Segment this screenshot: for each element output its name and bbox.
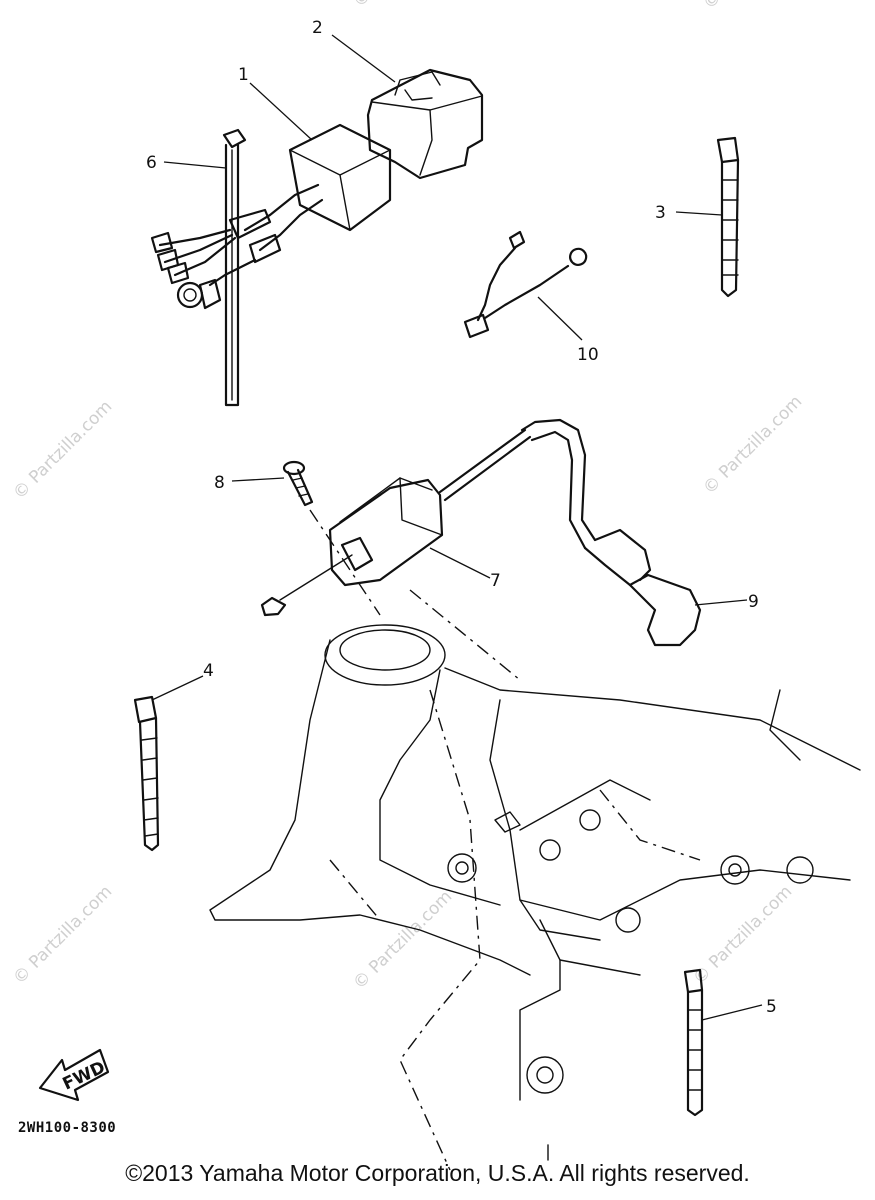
part-3-cable-tie [716,136,740,298]
callout-10: 10 [577,345,599,365]
callout-numbers: 1 2 3 4 5 6 7 8 9 10 [146,18,777,1017]
part-4-cable-tie [133,695,160,852]
watermark: © Partzilla.com [349,887,456,994]
part-2-cdi-holder [366,68,484,180]
watermark: © Partzilla.com [349,0,456,12]
callout-2: 2 [312,18,323,38]
watermark: © Partzilla.com [9,882,116,989]
callout-7: 7 [490,571,501,591]
watermark: © Partzilla.com [699,392,806,499]
watermark: © Partzilla.com [9,397,116,504]
callout-1: 1 [238,65,249,85]
watermark: © Partzilla.com [689,882,796,989]
fwd-label: FWD [60,1058,109,1095]
diagram-code: 2WH100-8300 [18,1120,117,1136]
callout-4: 4 [203,661,214,681]
frame-outline [209,589,861,1171]
copyright-notice: ©2013 Yamaha Motor Corporation, U.S.A. A… [125,1160,750,1186]
callout-3: 3 [655,203,666,223]
callout-9: 9 [748,592,759,612]
part-10-lead-wire [463,230,588,339]
watermarks: © Partzilla.com © Partzilla.com © Partzi… [9,0,806,994]
part-8-screw [282,460,314,507]
part-6-band [222,128,247,407]
watermark: © Partzilla.com [699,0,806,14]
part-9-plug-cap [520,418,702,647]
fwd-arrow: FWD [38,1048,110,1102]
part-7-ignition-coil [260,428,532,617]
callout-8: 8 [214,473,225,493]
part-5-cable-tie [683,968,704,1117]
part-1-cdi-unit [150,123,392,310]
callout-5: 5 [766,997,777,1017]
leader-lines [151,34,763,1021]
callout-6: 6 [146,153,157,173]
